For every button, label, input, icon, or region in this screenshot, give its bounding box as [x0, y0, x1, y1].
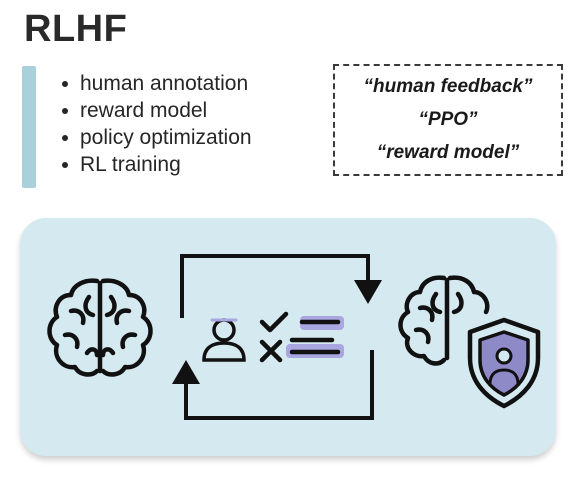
arrowhead-up	[172, 360, 200, 384]
bullet-list: human annotation reward model policy opt…	[62, 70, 252, 178]
feedback-loop	[180, 254, 374, 420]
arrowhead-down	[354, 280, 382, 304]
bullet-item-human-annotation: human annotation	[62, 70, 252, 97]
brain-icon-right	[398, 275, 490, 366]
accent-bar	[22, 66, 36, 188]
keyword-human-feedback: “human feedback”	[363, 76, 533, 97]
bullet-item-rl-training: RL training	[62, 151, 252, 178]
keyword-ppo: “PPO”	[418, 109, 478, 130]
bullet-item-reward-model: reward model	[62, 97, 252, 124]
page-title: RLHF	[24, 8, 128, 50]
shield-icon	[467, 317, 541, 409]
checklist-icon	[259, 311, 344, 363]
loop-arrow-top	[180, 254, 370, 318]
brain-icon	[47, 278, 153, 377]
keyword-box: “human feedback” “PPO” “reward model”	[333, 64, 563, 176]
loop-arrow-bottom	[184, 350, 374, 420]
keyword-reward-model: “reward model”	[376, 142, 520, 163]
check-mark	[259, 311, 289, 333]
bullet-item-policy-optimization: policy optimization	[62, 124, 252, 151]
annotator-icon	[202, 318, 246, 362]
cross-mark-2	[259, 339, 283, 363]
